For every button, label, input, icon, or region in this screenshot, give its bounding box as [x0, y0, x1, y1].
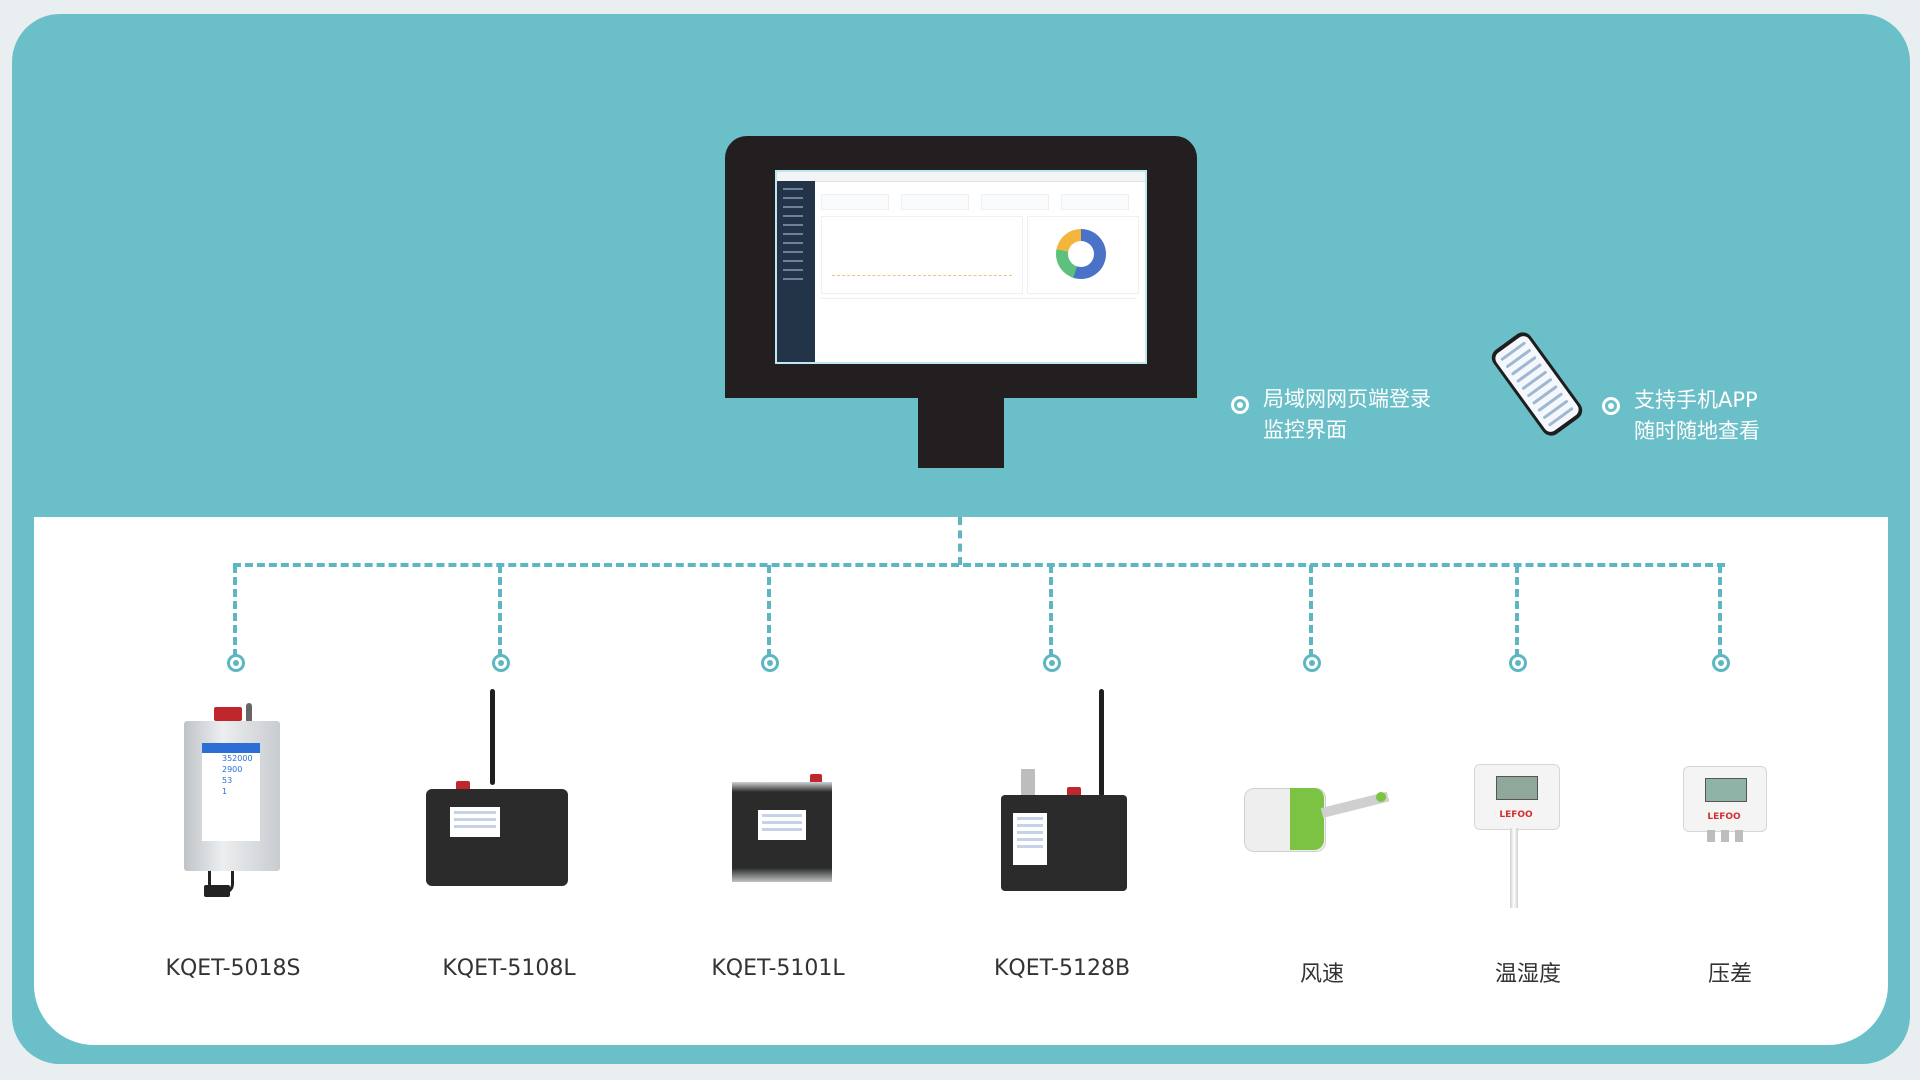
node-ring-icon [1303, 654, 1321, 672]
device-label: KQET-5101L [711, 956, 845, 981]
feature-web: 局域网网页端登录 监控界面 [1263, 384, 1431, 446]
dashboard-sidebar [777, 181, 815, 362]
node-ring-icon [761, 654, 779, 672]
node-ring-icon [227, 654, 245, 672]
node-ring-icon [1712, 654, 1730, 672]
connector-drop [1309, 565, 1313, 657]
dashboard-card [981, 194, 1049, 210]
bullet-ring-icon [1602, 397, 1620, 415]
device-label: 风速 [1299, 962, 1344, 987]
lcd-value: 352000 [222, 754, 253, 763]
connector-drop [1049, 565, 1053, 657]
node-ring-icon [1043, 654, 1061, 672]
connector-trunk [958, 517, 962, 565]
device-label: KQET-5018S [165, 956, 301, 981]
feature-app: 支持手机APP 随时随地查看 [1634, 385, 1760, 447]
brand-logo-text: LEFOO [1707, 812, 1741, 822]
phone-screen [1492, 333, 1582, 435]
connector-drop [1515, 565, 1519, 657]
monitor [725, 136, 1197, 398]
device-label: 温湿度 [1494, 962, 1561, 987]
connector-bus [233, 563, 1725, 567]
bullet-ring-icon [1231, 396, 1249, 414]
device-differential-pressure-sensor: LEFOO [1683, 766, 1767, 866]
lcd-value: 1 [222, 787, 228, 796]
device-lcd [1013, 813, 1047, 865]
connector-drop [767, 565, 771, 657]
device-lcd: 352000 2900 53 1 [202, 743, 260, 841]
device-kqet-5101l [732, 762, 832, 892]
device-kqet-5108l [426, 689, 586, 889]
device-lcd [450, 807, 500, 837]
dashboard-donut-chart [1027, 216, 1139, 294]
dashboard-line-chart [821, 216, 1023, 294]
device-temp-humidity-sensor: LEFOO [1474, 764, 1560, 924]
feature-web-line1: 局域网网页端登录 [1263, 387, 1431, 411]
brand-logo-text: LEFOO [1499, 810, 1533, 820]
dashboard-card [1061, 194, 1129, 210]
devices-panel [34, 517, 1888, 1045]
connector-drop [1718, 565, 1722, 657]
node-ring-icon [1509, 654, 1527, 672]
device-lcd [758, 810, 806, 840]
feature-app-line2: 随时随地查看 [1634, 419, 1760, 443]
smartphone [1487, 328, 1587, 440]
diagram-frame: 局域网网页端登录 监控界面 支持手机APP 随时随地查看 352000 [12, 14, 1910, 1064]
feature-web-line2: 监控界面 [1263, 418, 1347, 442]
dashboard-card [821, 194, 889, 210]
feature-app-line1: 支持手机APP [1634, 388, 1758, 412]
device-kqet-5018s: 352000 2900 53 1 [184, 703, 280, 927]
dashboard-table [821, 298, 1137, 357]
connector-drop [233, 565, 237, 657]
connector-drop [498, 565, 502, 657]
device-kqet-5128b [999, 689, 1129, 899]
dashboard-titlebar [777, 172, 1145, 182]
donut-graphic [1056, 229, 1106, 279]
device-wind-speed-sensor [1244, 774, 1404, 874]
lcd-value: 2900 [222, 765, 243, 774]
node-ring-icon [492, 654, 510, 672]
dashboard-card [901, 194, 969, 210]
monitor-stand [918, 398, 1004, 468]
device-label: KQET-5128B [993, 956, 1131, 981]
monitor-screen-dashboard [775, 170, 1147, 364]
device-label: KQET-5108L [442, 956, 576, 981]
lcd-value: 53 [222, 776, 233, 785]
device-label: 压差 [1707, 962, 1752, 987]
